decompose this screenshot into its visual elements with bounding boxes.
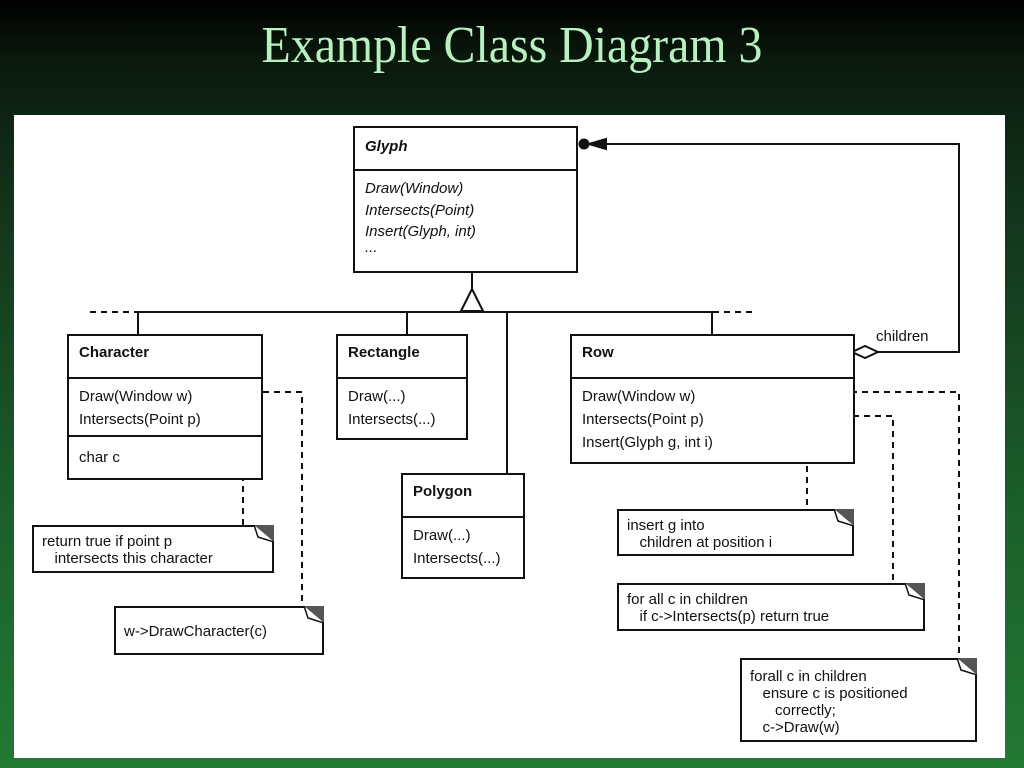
note-line: correctly; <box>750 702 836 719</box>
note-fold-icon <box>834 509 854 526</box>
class-row[interactable]: Row Draw(Window w) Intersects(Point p) I… <box>570 334 855 464</box>
class-character[interactable]: Character Draw(Window w) Intersects(Poin… <box>67 334 263 480</box>
note-line: w->DrawCharacter(c) <box>124 623 267 640</box>
note-line: insert g into <box>627 517 705 534</box>
note-line: intersects this character <box>42 550 213 567</box>
operation: Insert(Glyph, int) <box>365 223 476 240</box>
operation: Draw(...) <box>348 388 406 405</box>
character-draw-note-link <box>241 391 303 611</box>
operation: Intersects(...) <box>413 550 501 567</box>
operation: Intersects(Point p) <box>79 411 201 428</box>
note-fold-icon <box>254 525 274 542</box>
operation: Draw(...) <box>413 527 471 544</box>
class-polygon-operations: Draw(...) Intersects(...) <box>403 516 523 576</box>
note-row-insert: insert g into children at position i <box>617 509 854 556</box>
note-fold-icon <box>304 606 324 623</box>
note-line: return true if point p <box>42 533 173 550</box>
diagram-canvas: Glyph Draw(Window) Intersects(Point) Ins… <box>14 115 1005 758</box>
class-polygon-name: Polygon <box>413 483 473 500</box>
operation: ... <box>365 239 378 256</box>
note-line: if c->Intersects(p) return true <box>627 608 830 625</box>
inheritance-triangle-icon <box>459 286 485 312</box>
multiplicity-dot-icon <box>578 138 590 150</box>
note-line: ensure c is positioned <box>750 685 908 702</box>
class-character-attributes: char c <box>69 435 261 475</box>
operation: Intersects(Point) <box>365 202 475 219</box>
operation: Intersects(...) <box>348 411 436 428</box>
note-line: children at position i <box>627 534 773 551</box>
class-row-operations: Draw(Window w) Intersects(Point p) Inser… <box>572 377 853 460</box>
note-character-draw: w->DrawCharacter(c) <box>114 606 324 655</box>
slide-title: Example Class Diagram 3 <box>261 17 763 74</box>
class-glyph[interactable]: Glyph Draw(Window) Intersects(Point) Ins… <box>353 126 578 273</box>
class-character-name: Character <box>79 344 150 361</box>
class-glyph-name: Glyph <box>365 138 408 155</box>
class-rectangle[interactable]: Rectangle Draw(...) Intersects(...) <box>336 334 468 440</box>
note-row-draw: forall c in children ensure c is positio… <box>740 658 977 742</box>
note-character-intersects: return true if point p intersects this c… <box>32 525 274 573</box>
note-row-intersects: for all c in children if c->Intersects(p… <box>617 583 925 631</box>
association-arrowhead-icon <box>585 137 607 151</box>
operation: Draw(Window) <box>365 180 464 197</box>
operation: Intersects(Point p) <box>582 411 704 428</box>
operation: Draw(Window w) <box>582 388 696 405</box>
class-glyph-operations: Draw(Window) Intersects(Point) Insert(Gl… <box>355 169 576 260</box>
note-line: c->Draw(w) <box>750 719 840 736</box>
aggregation-diamond-icon <box>849 344 881 360</box>
operation: Insert(Glyph g, int i) <box>582 434 713 451</box>
children-role-label: children <box>876 328 929 345</box>
note-line: forall c in children <box>750 668 867 685</box>
note-fold-icon <box>905 583 925 600</box>
class-rectangle-operations: Draw(...) Intersects(...) <box>338 377 466 437</box>
children-association-line <box>594 143 960 353</box>
attribute: char c <box>79 449 120 466</box>
class-character-operations: Draw(Window w) Intersects(Point p) <box>69 377 261 435</box>
note-line: for all c in children <box>627 591 748 608</box>
operation: Draw(Window w) <box>79 388 193 405</box>
row-draw-note-link <box>741 391 960 663</box>
note-fold-icon <box>957 658 977 675</box>
class-row-name: Row <box>582 344 614 361</box>
class-rectangle-name: Rectangle <box>348 344 420 361</box>
class-polygon[interactable]: Polygon Draw(...) Intersects(...) <box>401 473 525 579</box>
